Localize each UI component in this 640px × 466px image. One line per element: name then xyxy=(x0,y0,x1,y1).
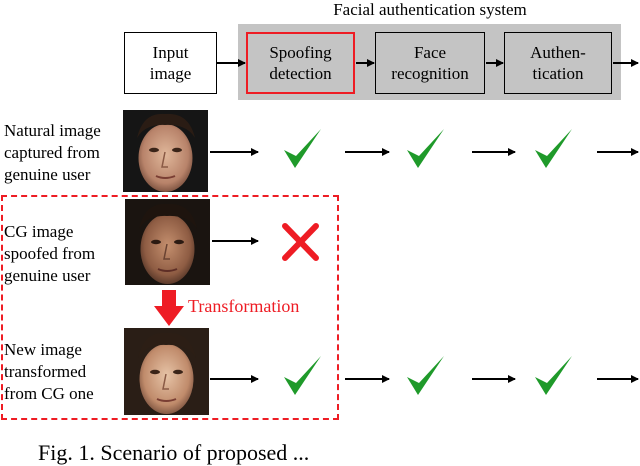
row-cg-line1: CG image xyxy=(4,222,74,241)
system-title: Facial authentication system xyxy=(333,0,527,19)
stage-2-line2: recognition xyxy=(391,64,469,83)
face-recognition-box: Face recognition xyxy=(375,32,485,94)
check-icon xyxy=(407,356,444,395)
input-image-box: Input image xyxy=(124,32,217,94)
check-icon xyxy=(535,356,572,395)
transformed-face-image xyxy=(124,328,209,415)
row-cg-line2: spoofed from xyxy=(4,244,96,263)
transformation-label: Transformation xyxy=(188,296,300,316)
check-icon xyxy=(284,356,321,395)
row-natural-line1: Natural image xyxy=(4,121,101,140)
stage-1-line2: detection xyxy=(269,64,332,83)
stage-3-line2: tication xyxy=(532,64,584,83)
stage-2-line1: Face xyxy=(413,43,447,62)
stage-1-line1: Spoofing xyxy=(269,43,332,62)
row-cg-line3: genuine user xyxy=(4,266,91,285)
flow-graphics xyxy=(154,59,639,395)
cg-face-image xyxy=(125,199,210,285)
check-icon xyxy=(284,129,321,168)
spoofing-detection-box: Spoofing detection xyxy=(246,32,355,94)
row-new-line1: New image xyxy=(4,340,82,359)
input-line1: Input xyxy=(152,43,189,62)
row-natural-line3: genuine user xyxy=(4,165,91,184)
cross-icon xyxy=(282,223,319,261)
stage-3-line1: Authen- xyxy=(530,43,586,62)
check-icon xyxy=(407,129,444,168)
natural-face-image xyxy=(123,110,208,192)
row-natural-label: Natural image captured from genuine user xyxy=(4,120,101,186)
figure-caption: Fig. 1. Scenario of proposed ... xyxy=(38,440,310,465)
check-icon xyxy=(535,129,572,168)
authentication-box: Authen-tication xyxy=(504,32,612,94)
row-cg-label: CG image spoofed from genuine user xyxy=(4,221,95,287)
transformation-arrow-icon xyxy=(154,290,184,326)
input-line2: image xyxy=(149,64,192,83)
cg-region-dashed-box xyxy=(1,195,339,420)
row-new-label: New image transformed from CG one xyxy=(4,339,94,405)
row-new-line3: from CG one xyxy=(4,384,94,403)
row-new-line2: transformed xyxy=(4,362,87,381)
row-natural-line2: captured from xyxy=(4,143,100,162)
